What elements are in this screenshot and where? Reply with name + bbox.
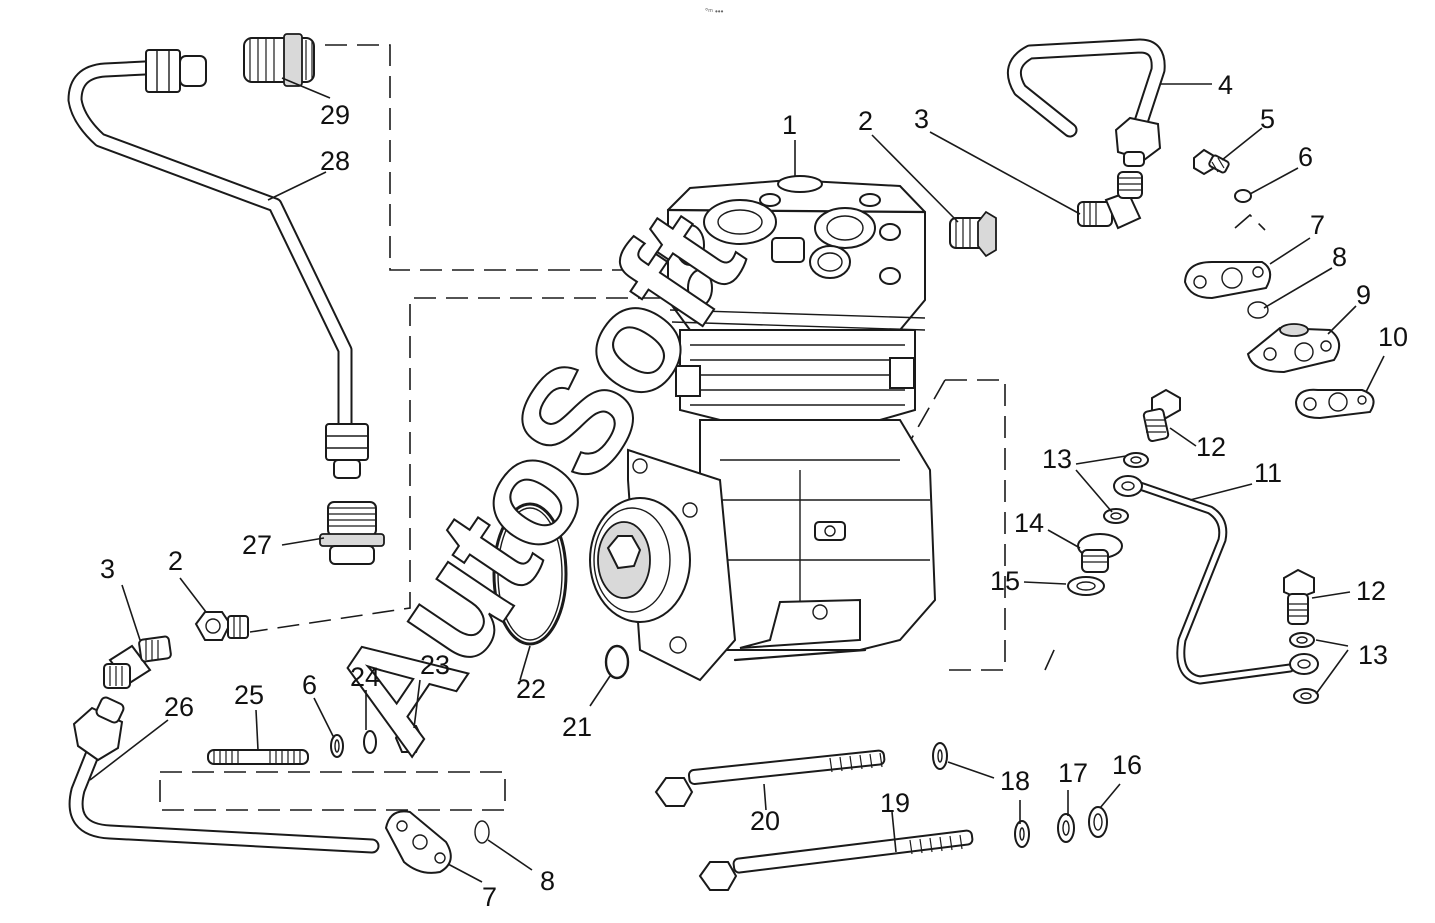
callout-6-left: 6 bbox=[302, 670, 317, 700]
callout-14: 14 bbox=[1014, 508, 1044, 538]
callout-16: 16 bbox=[1112, 750, 1142, 780]
callout-26: 26 bbox=[164, 692, 194, 722]
part-28-pipe bbox=[67, 49, 369, 479]
callout-3-left: 3 bbox=[100, 554, 115, 584]
part-6-washer-left bbox=[330, 734, 344, 758]
part-3-right-elbow bbox=[1077, 171, 1143, 230]
part-23-nut bbox=[394, 725, 424, 753]
callout-17: 17 bbox=[1058, 758, 1088, 788]
callout-2-right: 2 bbox=[858, 106, 873, 136]
part-1-compressor bbox=[589, 175, 937, 682]
callout-18: 18 bbox=[1000, 766, 1030, 796]
part-10-gasket bbox=[1294, 388, 1375, 420]
part-6-washer-right bbox=[1234, 189, 1252, 203]
part-7-flange-right bbox=[1183, 261, 1272, 300]
part-15-seal bbox=[1067, 576, 1105, 596]
callout-15: 15 bbox=[990, 566, 1020, 596]
part-19-bolt bbox=[698, 829, 974, 891]
callout-12-upper: 12 bbox=[1196, 432, 1226, 462]
part-21-oring bbox=[604, 644, 630, 680]
part-2-left-adapter bbox=[194, 611, 249, 641]
callout-27: 27 bbox=[242, 530, 272, 560]
part-14-plug bbox=[1077, 533, 1123, 573]
callout-23: 23 bbox=[420, 650, 450, 680]
part-7-flange-left bbox=[384, 810, 452, 874]
callout-7-left: 7 bbox=[482, 882, 497, 912]
callout-3-right: 3 bbox=[914, 104, 929, 134]
part-22-seal-ring bbox=[492, 502, 568, 646]
callout-2-left: 2 bbox=[168, 546, 183, 576]
callout-6-right: 6 bbox=[1298, 142, 1313, 172]
part-17-washer bbox=[1057, 813, 1075, 843]
callout-12-lower: 12 bbox=[1356, 576, 1386, 606]
part-26-pipe bbox=[68, 696, 380, 854]
assembly-dash-lines bbox=[159, 44, 1266, 811]
part-18-washers bbox=[932, 742, 1030, 848]
callout-25: 25 bbox=[234, 680, 264, 710]
part-5-bolt bbox=[1193, 148, 1230, 176]
callout-28: 28 bbox=[320, 146, 350, 176]
callout-21: 21 bbox=[562, 712, 592, 742]
part-20-bolt bbox=[654, 749, 886, 807]
part-11-tube bbox=[1113, 475, 1319, 685]
callout-labels: 1 2 3 4 5 6 7 8 9 10 11 12 12 13 13 14 1… bbox=[100, 70, 1408, 912]
part-8-oring-right bbox=[1247, 301, 1269, 319]
callout-13-left: 13 bbox=[1042, 444, 1072, 474]
part-12-bolt-lower bbox=[1283, 568, 1315, 625]
part-2-right-adapter bbox=[949, 210, 997, 258]
callout-22: 22 bbox=[516, 674, 546, 704]
part-12-bolt-upper bbox=[1142, 388, 1181, 443]
leader-lines bbox=[89, 77, 1385, 883]
part-8-oring-left bbox=[474, 820, 490, 844]
part-13-washers bbox=[1103, 452, 1319, 704]
callout-24: 24 bbox=[350, 662, 380, 692]
callout-29: 29 bbox=[320, 100, 350, 130]
part-24-washer bbox=[363, 730, 377, 754]
top-mark: °ᵐ ••• bbox=[705, 7, 724, 16]
callout-20: 20 bbox=[750, 806, 780, 836]
part-27-fitting bbox=[319, 501, 385, 565]
callout-7-right: 7 bbox=[1310, 210, 1325, 240]
part-29-union bbox=[243, 33, 315, 87]
part-4-pipe bbox=[1006, 38, 1166, 167]
callout-5: 5 bbox=[1260, 104, 1275, 134]
callout-13-right: 13 bbox=[1358, 640, 1388, 670]
callout-11: 11 bbox=[1254, 458, 1282, 488]
callout-8-left: 8 bbox=[540, 866, 555, 896]
callout-4: 4 bbox=[1218, 70, 1233, 100]
callout-9: 9 bbox=[1356, 280, 1371, 310]
part-16-washer bbox=[1088, 806, 1108, 838]
callout-8-right: 8 bbox=[1332, 242, 1347, 272]
part-25-stud bbox=[207, 749, 309, 765]
callout-19: 19 bbox=[880, 788, 910, 818]
part-3-left-elbow bbox=[103, 635, 172, 689]
part-9-flange bbox=[1246, 323, 1341, 374]
callout-10: 10 bbox=[1378, 322, 1408, 352]
callout-1: 1 bbox=[782, 110, 797, 140]
